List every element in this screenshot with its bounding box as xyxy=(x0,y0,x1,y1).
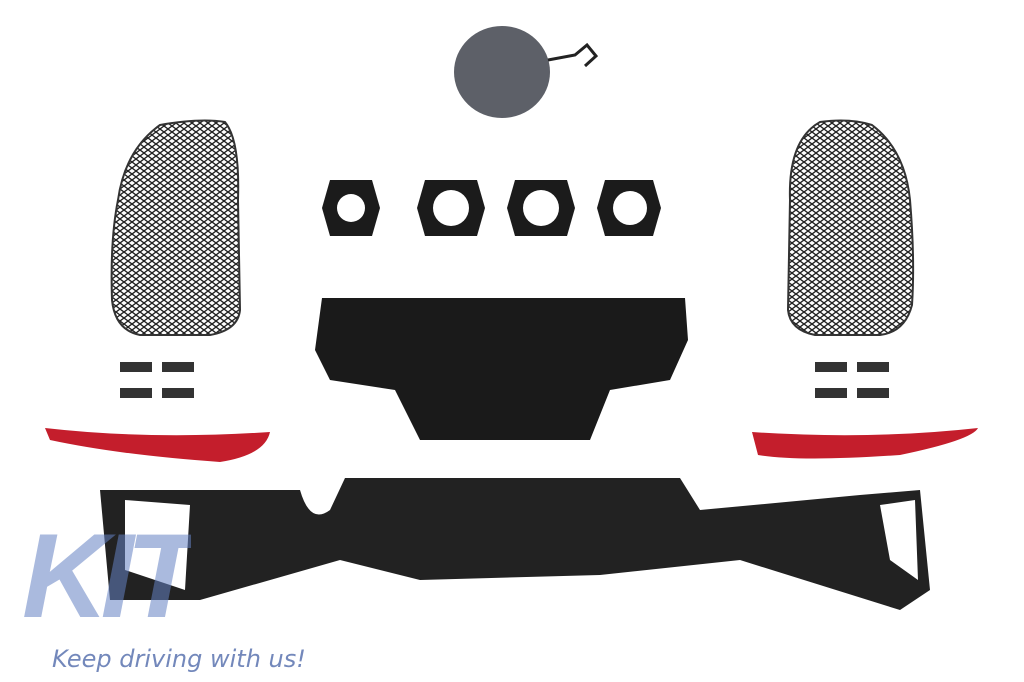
reflector-right xyxy=(752,428,978,459)
tow-hook-cover xyxy=(454,26,599,118)
exhaust-rings xyxy=(322,180,661,236)
mesh-grille-right xyxy=(786,119,915,336)
brand-logo: KIT xyxy=(22,516,192,636)
bumper-bracket xyxy=(315,298,688,440)
mesh-grille-left xyxy=(110,119,242,336)
clips xyxy=(120,362,889,398)
rear-diffuser xyxy=(100,478,930,610)
brand-slogan: Keep driving with us! xyxy=(52,645,306,673)
reflector-left xyxy=(45,428,270,462)
